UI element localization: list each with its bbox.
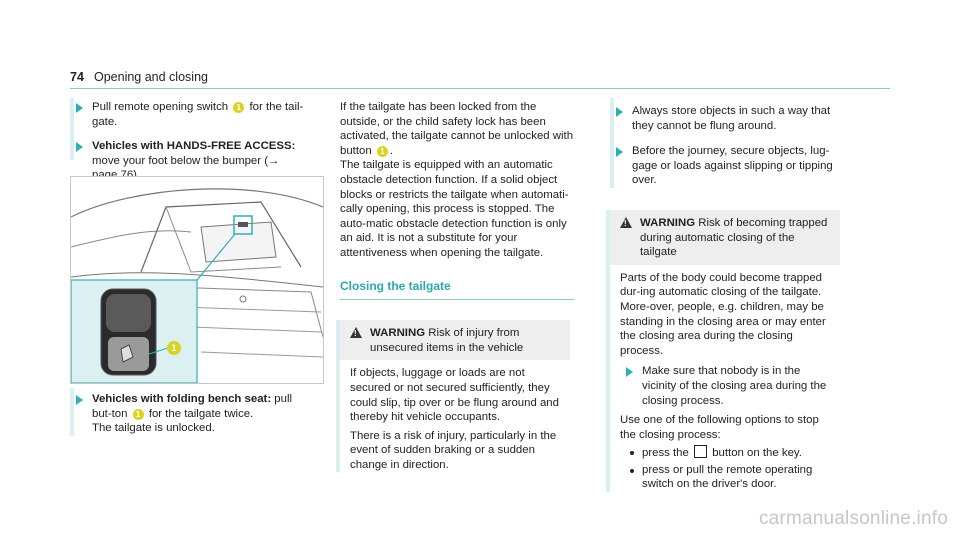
bullet-dot [630, 451, 634, 456]
warning-body: If objects, luggage or loads are not sec… [350, 367, 559, 471]
option-remote-switch: press or pull the remote operating switc… [620, 463, 830, 492]
figure-callout-badge: 1 [167, 341, 181, 355]
page-header: 74 Opening and closing [70, 70, 890, 90]
step-make-sure: Make sure that nobody is in the vicinity… [620, 364, 830, 408]
tailgate-key-icon [694, 445, 708, 459]
paragraph-obstacle-detection: The tailgate is equipped with an automat… [340, 159, 569, 259]
callout-badge: 1 [233, 102, 245, 113]
step-secure-objects: Before the journey, secure objects, lug-… [610, 144, 844, 188]
step-arrow-icon [616, 147, 623, 158]
warning-body: Parts of the body could become trapped d… [610, 265, 840, 492]
warning-label: WARNING [640, 216, 696, 229]
page-number: 74 [70, 70, 84, 84]
warning-label: WARNING [370, 327, 426, 340]
column-3: Always store objects in such a way that … [606, 104, 844, 493]
warning-header: WARNING Risk of becoming trapped during … [610, 209, 840, 265]
warning-triangle-icon [350, 327, 362, 339]
paragraph-locked: If the tailgate has been locked from the… [340, 101, 574, 157]
bullet-dot [630, 468, 634, 473]
section-closing: Closing the tailgate [340, 279, 574, 301]
column-1-bottom: Vehicles with folding bench seat: pull b… [70, 392, 304, 436]
column-2: If the tailgate has been locked from the… [336, 100, 574, 473]
step-arrow-icon [76, 142, 83, 153]
warning-triangle-icon [620, 216, 632, 228]
step-store-objects: Always store objects in such a way that … [610, 104, 844, 133]
watermark: carmanualsonline.info [758, 508, 948, 530]
step-bar [70, 388, 74, 436]
warning-box-trapped: WARNING Risk of becoming trapped during … [606, 209, 840, 493]
warning-title: Risk of injury from unsecured items in t… [370, 327, 524, 354]
header-divider [70, 88, 890, 89]
step-bar [610, 98, 614, 188]
page-title: Opening and closing [94, 70, 208, 84]
trunk-illustration [71, 188, 323, 383]
warning-box-injury: WARNING Risk of injury from unsecured it… [336, 320, 570, 473]
callout-badge: 1 [132, 408, 144, 420]
step-arrow-icon [76, 395, 83, 405]
step-folding-bench: Vehicles with folding bench seat: pull b… [70, 392, 304, 436]
callout-badge: 1 [376, 145, 388, 157]
tailgate-figure: 1 [70, 176, 324, 384]
section-title: Closing the tailgate [340, 278, 451, 293]
step-arrow-icon [626, 367, 633, 378]
step-arrow-icon [76, 103, 83, 113]
step-bar [70, 98, 74, 160]
warning-header: WARNING Risk of injury from unsecured it… [340, 320, 570, 361]
option-press-key: press the button on the key. [620, 445, 830, 461]
step-pull-switch: Pull remote opening switch 1 for the tai… [70, 100, 304, 129]
column-1: Pull remote opening switch 1 for the tai… [70, 100, 304, 183]
warning-title: Risk of becoming trapped during automati… [640, 216, 828, 259]
section-divider [340, 299, 574, 301]
step-arrow-icon [616, 107, 623, 117]
